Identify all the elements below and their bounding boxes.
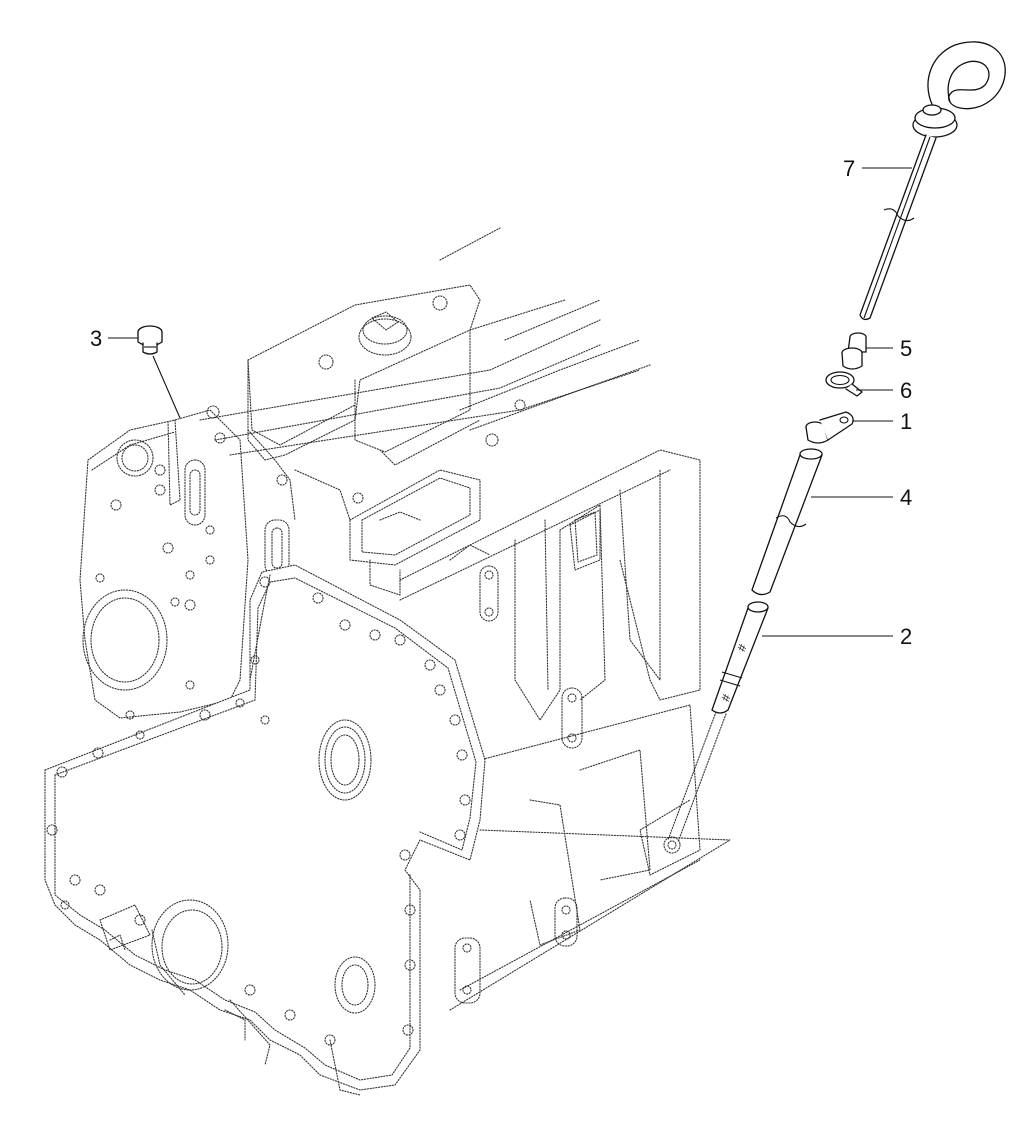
svg-text:#: # — [718, 692, 734, 703]
callout-5: 5 — [900, 336, 912, 361]
valve-cover — [247, 284, 481, 461]
upper-tube-part — [751, 448, 823, 596]
callout-3: 3 — [90, 326, 102, 351]
callout-1: 1 — [900, 409, 912, 434]
timing-cover — [44, 564, 486, 1091]
leader-lines — [108, 167, 912, 637]
callout-7: 7 — [843, 156, 855, 181]
callout-2: 2 — [900, 624, 912, 649]
engine-block — [44, 227, 731, 1096]
clip-part — [825, 371, 863, 397]
callouts: 7 3 5 6 1 4 2 — [90, 156, 912, 649]
leader-line-3b — [152, 355, 181, 419]
plug-part — [137, 325, 163, 355]
callout-4: 4 — [900, 485, 912, 510]
bracket-part — [805, 411, 854, 444]
callout-6: 6 — [900, 378, 912, 403]
lower-tube-part: # # — [667, 601, 769, 843]
dipstick-part — [859, 41, 1006, 321]
bushing-part — [841, 332, 867, 370]
svg-text:#: # — [734, 642, 750, 653]
